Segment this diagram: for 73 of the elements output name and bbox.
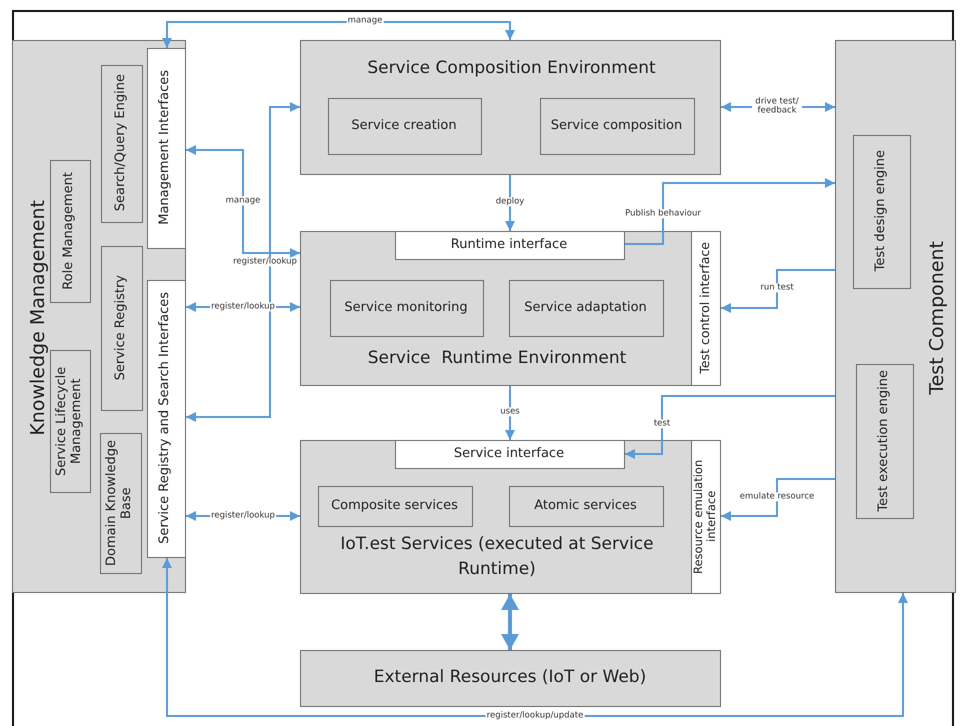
component-panel [12, 40, 186, 593]
module-box [508, 486, 664, 526]
edge-label: emulate resource [738, 492, 816, 502]
arrow [625, 395, 835, 459]
component-panel [300, 231, 692, 386]
component-label: External Resources (IoT or Web) [374, 666, 646, 690]
component-label: Service Lifecycle Management [54, 364, 84, 478]
component-label: Test design engine [874, 150, 888, 272]
component-title: Service Runtime Environment [368, 347, 626, 370]
module-box [508, 280, 664, 336]
component-panel [300, 650, 721, 707]
module-box [50, 160, 90, 302]
module-box [330, 280, 484, 336]
interface-box [691, 440, 721, 594]
module-box [318, 486, 472, 526]
component-label: Service monitoring [344, 298, 468, 317]
arrow [162, 21, 515, 48]
interface-box [691, 231, 721, 386]
interface-box [394, 230, 624, 260]
module-box [328, 98, 482, 154]
module-box [50, 350, 90, 492]
component-label: Service Registry and Search Interfaces [158, 292, 173, 544]
edge-label: manage [224, 196, 262, 206]
component-label: Test control interface [698, 242, 713, 374]
edge-label: Publish behaviour [624, 209, 702, 219]
arrow [721, 478, 835, 521]
component-label: Composite services [331, 496, 458, 515]
edge-label: run test [759, 283, 795, 293]
component-title: Service Composition Environment [367, 57, 656, 80]
component-title: Knowledge Management [28, 200, 50, 436]
arrow [162, 558, 908, 717]
arrow [501, 594, 519, 650]
edge-label: register/lookup [232, 257, 298, 267]
edge-label: register/lookup [210, 302, 276, 312]
component-label: Service Registry [114, 274, 128, 380]
arrow [505, 175, 515, 231]
edge-label: manage [346, 16, 384, 26]
component-label: Service adaptation [524, 298, 647, 317]
arrow [625, 178, 835, 245]
module-box [856, 364, 914, 518]
interface-box [146, 48, 186, 248]
component-title: IoT.est Services (executed at Service Runtime) [339, 532, 655, 581]
module-box [100, 64, 142, 222]
arrow [186, 102, 300, 422]
module-box [100, 246, 142, 410]
arrow [505, 386, 515, 440]
component-panel [835, 40, 956, 593]
arrow [721, 269, 835, 313]
arrow [186, 145, 300, 258]
edge-label: deploy [494, 197, 526, 207]
edge-label: register/lookup/update [486, 711, 584, 721]
component-label: Domain Knowledge Base [105, 438, 135, 568]
component-label: Service interface [454, 444, 564, 463]
component-label: Service creation [351, 116, 457, 135]
component-label: Search/Query Engine [114, 74, 128, 212]
edge-label: uses [499, 407, 521, 417]
interface-box [146, 280, 186, 558]
edge-label: register/lookup [210, 511, 276, 521]
component-label: Atomic services [534, 496, 637, 515]
component-label: Management Interfaces [158, 70, 173, 225]
interface-box [394, 440, 624, 468]
component-label: Runtime interface [450, 236, 568, 254]
module-box [100, 432, 142, 574]
module-box [540, 98, 694, 154]
component-panel [300, 40, 721, 175]
edge-label: test [652, 419, 672, 429]
component-label: Resource emulation interface [692, 458, 719, 576]
component-label: Service composition [550, 116, 682, 135]
component-label: Role Management [62, 172, 77, 290]
module-box [852, 134, 910, 288]
component-label: Test execution engine [876, 370, 892, 512]
component-panel [300, 440, 692, 594]
component-title: Test Component [927, 240, 949, 394]
